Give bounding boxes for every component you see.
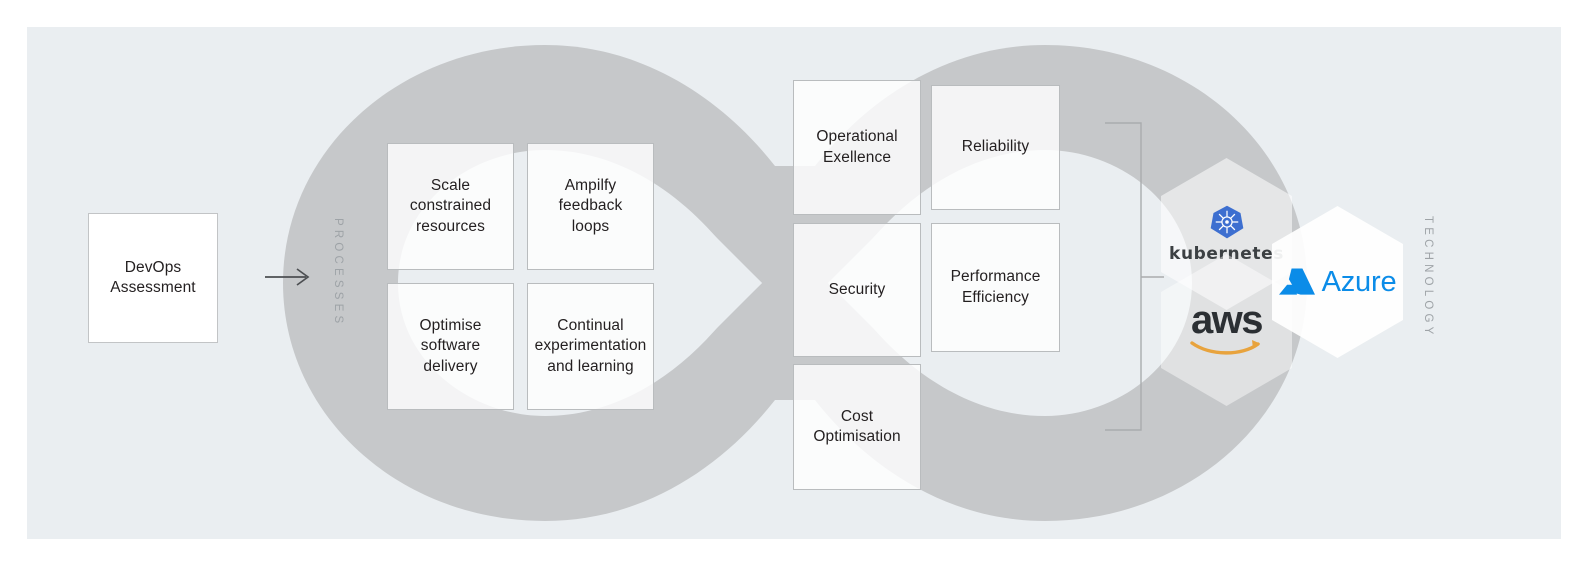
pillar-box-reliability[interactable]: Reliability [931,85,1060,210]
process-label-line: constrained [409,197,492,215]
aws-label: aws [1190,297,1264,342]
hex-fill [1161,254,1292,406]
pillar-label-line: Efficiency [961,288,1030,306]
pillar-label-line: Cost [840,407,874,425]
pillar-label-line: Operational [816,128,898,146]
devops-assessment-line2: Assessment [110,279,196,296]
process-box-ampilfy-feedback-loops[interactable]: Ampilfy feedback loops [527,143,654,270]
process-label-line: software [420,337,481,355]
process-label-line: experimentation [534,337,647,355]
pillar-label-line: Security [828,280,886,298]
process-label-line: Continual [557,316,624,334]
process-label-line: feedback [558,197,623,215]
azure-label: Azure [1321,265,1397,298]
kubernetes-logo-icon [1210,205,1243,239]
pillar-label-line: Performance [950,268,1041,286]
process-box-scale-constrained-resources[interactable]: Scale constrained resources [387,143,514,270]
process-box-continual-experimentation-and-learning[interactable]: Continual experimentation and learning [527,283,654,410]
technology-hex-azure[interactable]: Azure [1272,206,1403,358]
pillar-label-line: Optimisation [813,428,901,445]
pillar-box-performance-efficiency[interactable]: Performance Efficiency [931,223,1060,352]
process-label-line: loops [571,217,610,235]
azure-logo-icon [1278,268,1315,295]
pillar-label-line: Exellence [822,148,892,166]
process-label-line: delivery [423,357,478,375]
technology-hex-kubernetes[interactable]: kubernetes [1161,158,1292,310]
process-label-line: and learning [547,357,634,375]
process-label-line: Ampilfy [564,176,617,194]
process-label-line: Optimise [419,316,482,334]
kubernetes-label: kubernetes [1169,244,1284,264]
pillar-box-operational-exellence[interactable]: Operational Exellence [793,80,921,215]
pillar-box-cost-optimisation[interactable]: Cost Optimisation [793,364,921,490]
aws-logo-icon: aws [1189,297,1264,358]
pillar-box-security[interactable]: Security [793,223,921,357]
process-box-optimise-software-delivery[interactable]: Optimise software delivery [387,283,514,410]
process-label-line: resources [416,217,485,235]
aws-smile-icon [1189,339,1260,355]
technology-side-label: TECHNOLOGY [1422,216,1434,339]
technology-hex-aws[interactable]: aws [1161,254,1292,406]
devops-assessment-box[interactable]: DevOps Assessment [88,213,218,343]
pillar-label-line: Reliability [961,138,1030,156]
devops-assessment-line1: DevOps [124,258,182,276]
process-label-line: Scale [430,176,471,194]
